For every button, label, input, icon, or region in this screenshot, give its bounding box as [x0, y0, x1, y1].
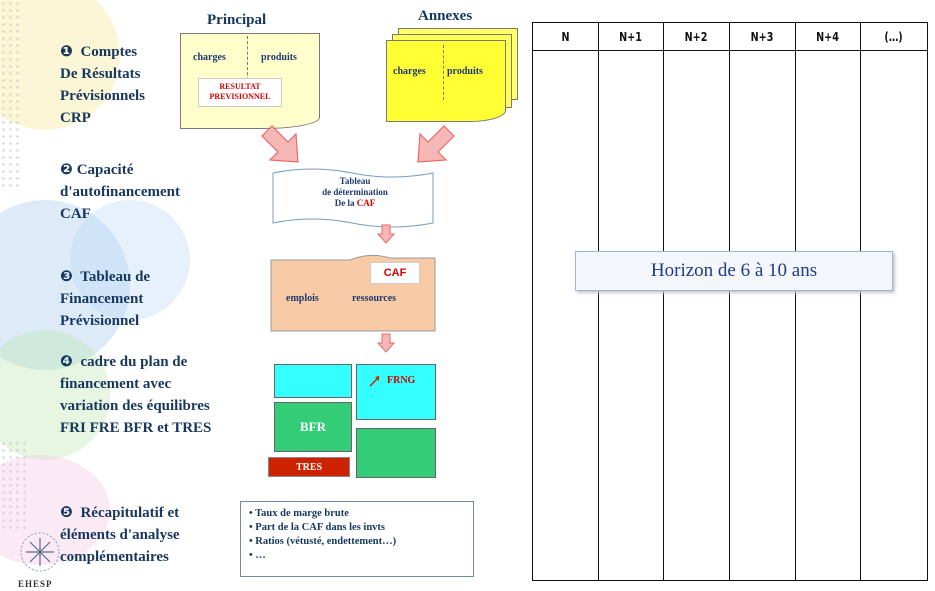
- horizon-banner: Horizon de 6 à 10 ans: [575, 251, 893, 291]
- plan-block-cyan-small: [274, 364, 352, 398]
- annex-produits: produits: [447, 66, 483, 77]
- table-header-n4: N+4: [816, 30, 839, 44]
- table-header-n2: N+2: [684, 30, 708, 44]
- caf-determination-text: Tableau de détermination De la CAF: [322, 176, 388, 208]
- table-column-divider: [860, 23, 861, 580]
- tres-label: TRES: [295, 461, 323, 473]
- table-header-n3: N+3: [750, 30, 774, 44]
- frng-label: FRNG: [387, 375, 416, 386]
- frng-block: FRNG: [356, 364, 436, 420]
- principal-document: charges produits RESULTAT PREVISIONNEL: [180, 33, 320, 129]
- list-item: • …: [249, 550, 266, 561]
- emplois-label: emplois: [286, 293, 319, 304]
- table-header-etc: (…): [884, 30, 903, 44]
- arrow-down-icon: [377, 333, 395, 353]
- list-item: • Taux de marge brute: [249, 508, 349, 519]
- analysis-items-box: • Taux de marge brute • Part de la CAF d…: [240, 501, 474, 577]
- resultat-box: RESULTAT PREVISIONNEL: [198, 78, 282, 107]
- arrow-down-icon: [377, 224, 395, 244]
- decorative-bubble: [0, 200, 130, 370]
- bfr-block: BFR: [274, 402, 352, 452]
- table-column-divider: [795, 23, 796, 580]
- horizon-table: N N+1 N+2 N+3 N+4 (…): [532, 22, 928, 581]
- caf-box-label: CAF: [383, 267, 407, 279]
- arrow-principal-to-caf-icon: [261, 125, 299, 163]
- decorative-dot-grid: [0, 0, 20, 190]
- step-5-label: ❺ Récapitulatif et éléments d'analyse co…: [60, 503, 180, 565]
- resultat-previsionnel-label: RESULTAT PREVISIONNEL: [209, 82, 271, 101]
- bfr-label: BFR: [300, 419, 326, 434]
- caf-box: CAF: [370, 262, 420, 284]
- table-column-divider: [598, 23, 599, 580]
- principal-produits: produits: [261, 52, 297, 63]
- caf-determination-document: [272, 168, 434, 228]
- arrow-annexes-to-caf-icon: [417, 125, 455, 163]
- decorative-bubble: [70, 200, 190, 320]
- annexes-title: Annexes: [418, 8, 473, 24]
- annex-charges: charges: [393, 66, 426, 77]
- list-item: • Part de la CAF dans les invts: [249, 522, 385, 533]
- list-item: • Ratios (vétusté, endettement…): [249, 536, 397, 547]
- tres-block: TRES: [268, 457, 350, 477]
- plan-block-green: [356, 428, 436, 478]
- ehesp-logo: EHESP: [18, 530, 63, 589]
- decorative-bubble: [0, 330, 110, 460]
- decorative-dot-grid: [0, 440, 30, 530]
- diagonal-arrow-icon: [369, 376, 380, 387]
- logo-text: EHESP: [18, 579, 53, 589]
- table-header-n1: N+1: [619, 30, 642, 44]
- principal-title: Principal: [207, 12, 267, 28]
- logo-star-icon: [20, 532, 60, 572]
- table-column-divider: [663, 23, 664, 580]
- step-4-label: ❹ cadre du plan de financement avec vari…: [60, 352, 212, 436]
- table-header-row: [533, 23, 927, 51]
- step-1-label: ❶ Comptes De Résultats Prévisionnels CRP: [60, 42, 145, 126]
- table-header-n: N: [561, 30, 570, 44]
- step-3-label: ❸ Tableau de Financement Prévisionnel: [60, 267, 151, 329]
- principal-charges: charges: [193, 52, 226, 63]
- annex-document-front: charges produits: [386, 40, 506, 122]
- table-column-divider: [729, 23, 730, 580]
- ressources-label: ressources: [352, 293, 397, 304]
